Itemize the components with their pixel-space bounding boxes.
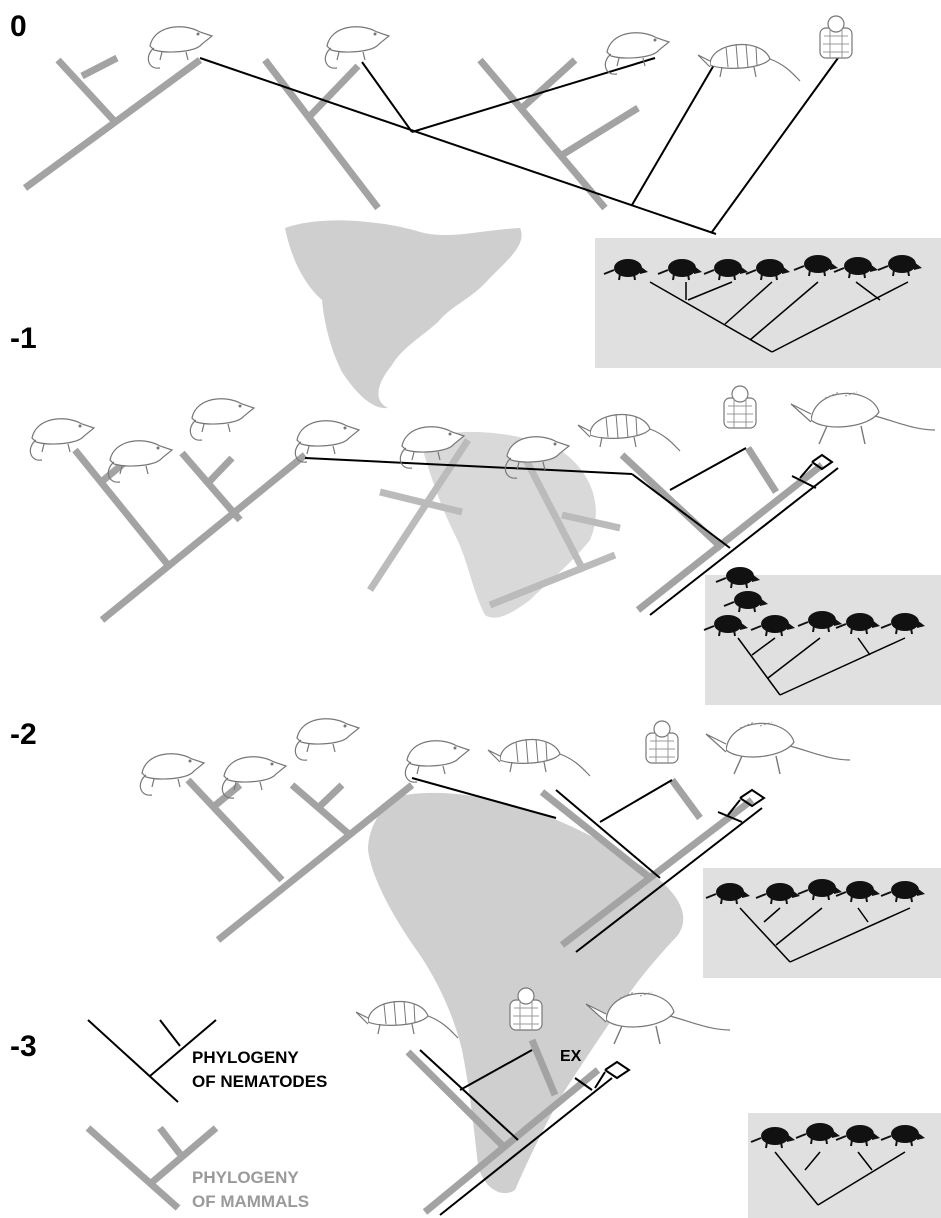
pangolin-sketch-icon (819, 15, 853, 59)
stage-label-0: 0 (10, 10, 27, 43)
extinction-label: EX (560, 1048, 582, 1065)
stage-minus-2-inset-tree (739, 907, 911, 963)
north-america-map (285, 220, 522, 409)
mammal-legend-line2: OF MAMMALS (192, 1192, 310, 1211)
armadillo-sketch-icon (487, 738, 591, 777)
stage-label-minus-2: -2 (10, 718, 37, 751)
stage-minus-2-nematode-phylogeny (411, 777, 766, 953)
stage-minus-1-inset-tree (737, 637, 906, 696)
south-america-map-stage-1 (420, 431, 596, 618)
pangolin-sketch-icon (723, 385, 757, 429)
rodent-sketch-icon (324, 26, 390, 69)
anteater-sketch-icon (705, 721, 851, 775)
opossum-sketch-icon (404, 740, 470, 783)
rodent-sketch-icon (107, 440, 173, 483)
stage-0-mammal-phylogeny (22, 54, 640, 211)
stage-0-inset-tree-panel (595, 238, 941, 368)
nematode-legend-line1: PHYLOGENY (192, 1048, 299, 1067)
rodent-sketch-icon (147, 26, 213, 69)
armadillo-sketch-icon (355, 1000, 459, 1039)
nematode-legend-tree-icon (87, 1019, 217, 1103)
armadillo-sketch-icon (577, 413, 681, 452)
nematode-legend-line2: OF NEMATODES (192, 1072, 328, 1091)
stage-minus-2-mammal-phylogeny (185, 777, 755, 948)
mammal-legend-line1: PHYLOGENY (192, 1168, 299, 1187)
opossum-sketch-icon (604, 32, 670, 75)
stage-label-minus-3: -3 (10, 1030, 37, 1063)
mammal-legend-label: PHYLOGENY OF MAMMALS (192, 1166, 309, 1214)
stage-minus-1-nematode-phylogeny (304, 447, 839, 616)
stage-label-minus-1: -1 (10, 322, 37, 355)
pangolin-sketch-icon (645, 720, 679, 764)
stage-minus-3-inset-tree (774, 1151, 906, 1206)
armadillo-sketch-icon (697, 43, 801, 82)
stage-0-inset-tree (649, 281, 909, 353)
mammal-legend-tree-icon (85, 1125, 219, 1211)
opossum-sketch-icon (189, 398, 255, 441)
nematode-legend-label: PHYLOGENY OF NEMATODES (192, 1046, 327, 1094)
anteater-sketch-icon (790, 391, 936, 445)
stage-0-nematode-phylogeny (199, 57, 839, 235)
stage-minus-1-mammal-phylogeny (72, 446, 825, 623)
opossum-sketch-icon (29, 418, 95, 461)
opossum-sketch-icon (294, 718, 360, 761)
stage-minus-3-mammal-phylogeny (405, 1038, 601, 1215)
stage-minus-3-nematode-phylogeny (419, 1049, 631, 1216)
